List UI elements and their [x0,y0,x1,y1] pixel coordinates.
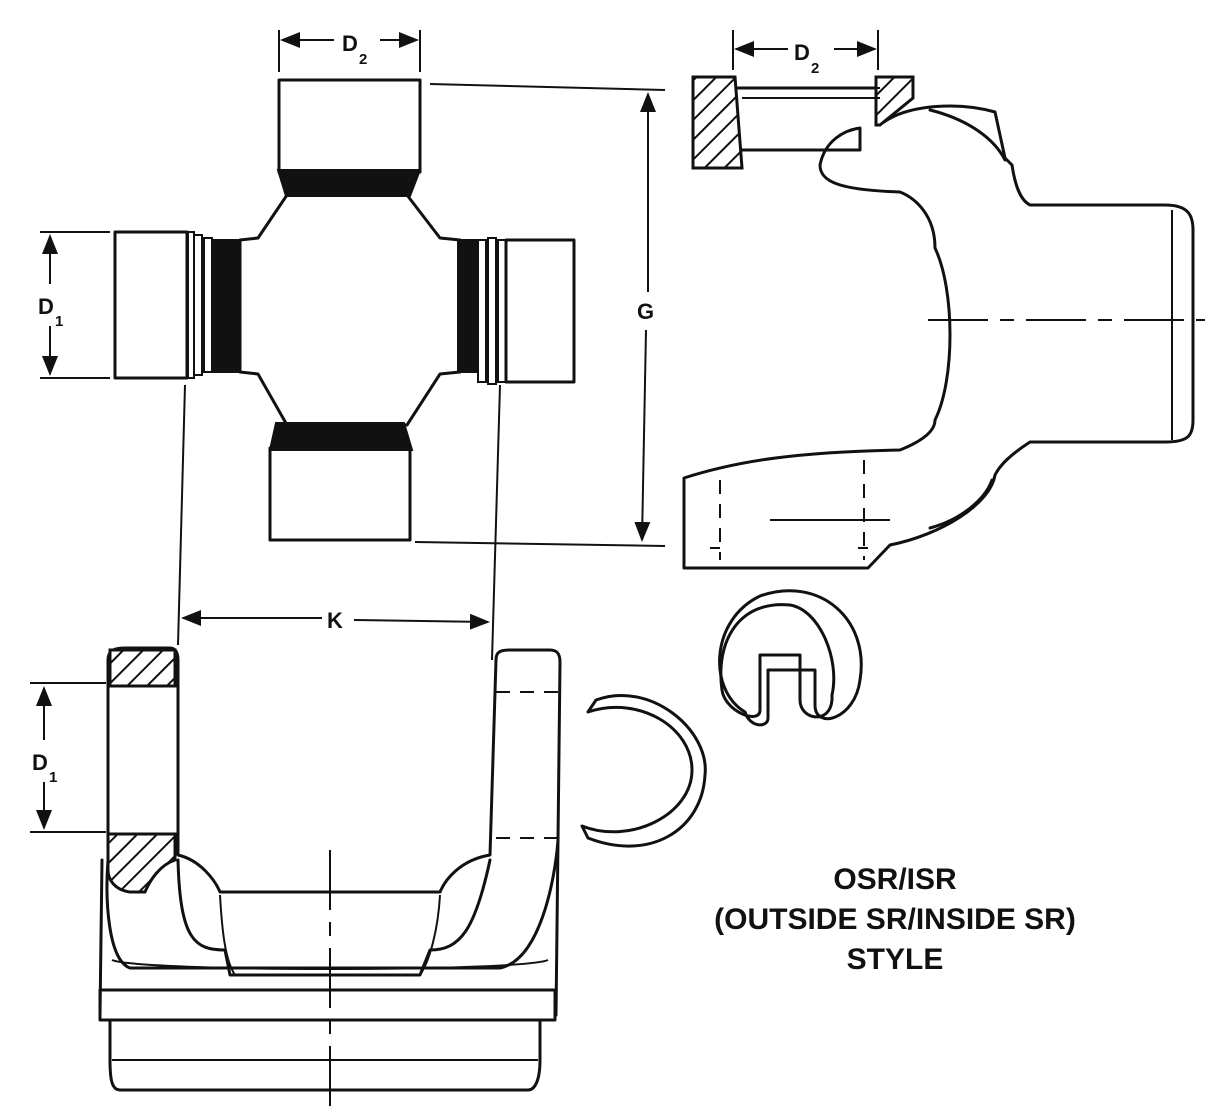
d1-dimension-cross: D 1 [38,231,110,379]
d2-label: D [342,31,358,56]
bottom-seal [268,422,414,451]
d1-dimension-yoke: D 1 [30,682,106,833]
g-dimension: G [414,83,666,547]
lower-yoke [98,646,562,1110]
d2-yoke-subscript: 2 [811,60,819,77]
d1-subscript: 1 [55,313,63,330]
d1-label: D [38,294,54,319]
d1-yoke-subscript: 1 [49,769,57,786]
d2-subscript: 2 [359,51,367,68]
top-seal [276,169,422,197]
caption-line-3: STYLE [846,943,944,976]
right-seal [457,239,478,373]
k-label: K [327,608,343,633]
g-label: G [637,299,654,324]
outside-snap-ring [580,693,707,848]
caption-line-2: (OUTSIDE SR/INSIDE SR) [714,903,1076,936]
style-caption: OSR/ISR (OUTSIDE SR/INSIDE SR) STYLE [660,860,1130,980]
end-yoke [682,75,1205,570]
inside-snap-ring [718,589,863,727]
k-dimension: K [177,384,501,661]
d2-yoke-label: D [794,40,810,65]
caption-line-1: OSR/ISR [833,863,957,896]
d2-dimension-yoke: D 2 [732,30,879,77]
d2-dimension-cross: D 2 [278,30,421,72]
cross-spider [113,78,576,542]
d1-yoke-label: D [32,750,48,775]
left-seal [212,239,241,373]
